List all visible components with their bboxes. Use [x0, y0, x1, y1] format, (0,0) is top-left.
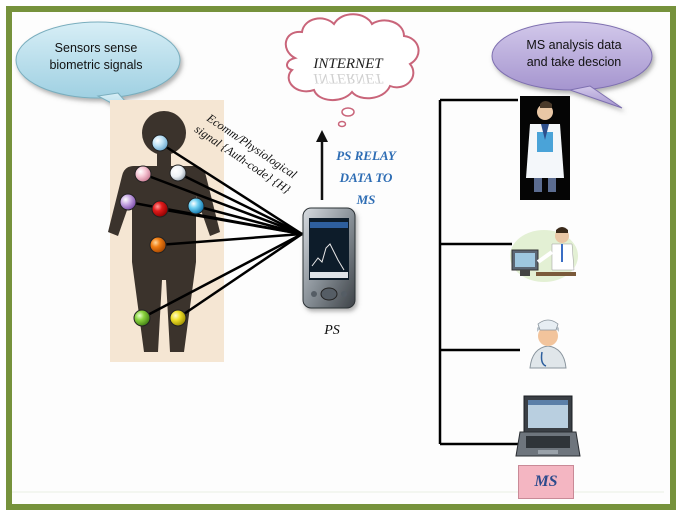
ps-label: PS	[323, 323, 340, 338]
sensor-waist	[149, 236, 167, 254]
sensor-lines	[127, 141, 303, 320]
relay-text-line1: PS RELAY	[336, 148, 397, 163]
ms-tree-connector	[438, 98, 520, 446]
pda-device-icon	[302, 207, 356, 309]
doctor-icon	[520, 96, 570, 200]
computer-operator-icon	[510, 227, 578, 282]
relay-text-line3: MS	[356, 192, 376, 207]
ms-bubble-line1: MS analysis data	[526, 38, 621, 52]
sensor-right-leg	[169, 309, 187, 327]
sensor-torso	[151, 200, 169, 218]
relay-text-line2: DATA TO	[339, 170, 393, 185]
sensor-right-arm	[187, 197, 205, 215]
cloud-icon	[284, 13, 420, 128]
ms-label-box: MS	[518, 465, 574, 499]
sensor-left-shoulder	[134, 165, 152, 183]
sensor-left-leg	[133, 309, 151, 327]
sensor-left-arm	[119, 193, 137, 211]
internet-label-reflection: INTERNET	[312, 70, 384, 86]
sensor-chest	[151, 134, 169, 152]
internet-label: INTERNET	[312, 56, 384, 72]
sensors-bubble-line2: biometric signals	[49, 58, 142, 72]
ms-bubble-line2: and take descion	[527, 55, 622, 69]
sensor-right-shoulder	[169, 164, 187, 182]
nurse-icon	[529, 319, 567, 369]
sensors-bubble-line1: Sensors sense	[55, 41, 138, 55]
ms-label: MS	[534, 473, 558, 490]
laptop-icon	[515, 395, 581, 457]
ms-speech-bubble	[491, 21, 653, 109]
relay-arrow	[316, 130, 328, 200]
